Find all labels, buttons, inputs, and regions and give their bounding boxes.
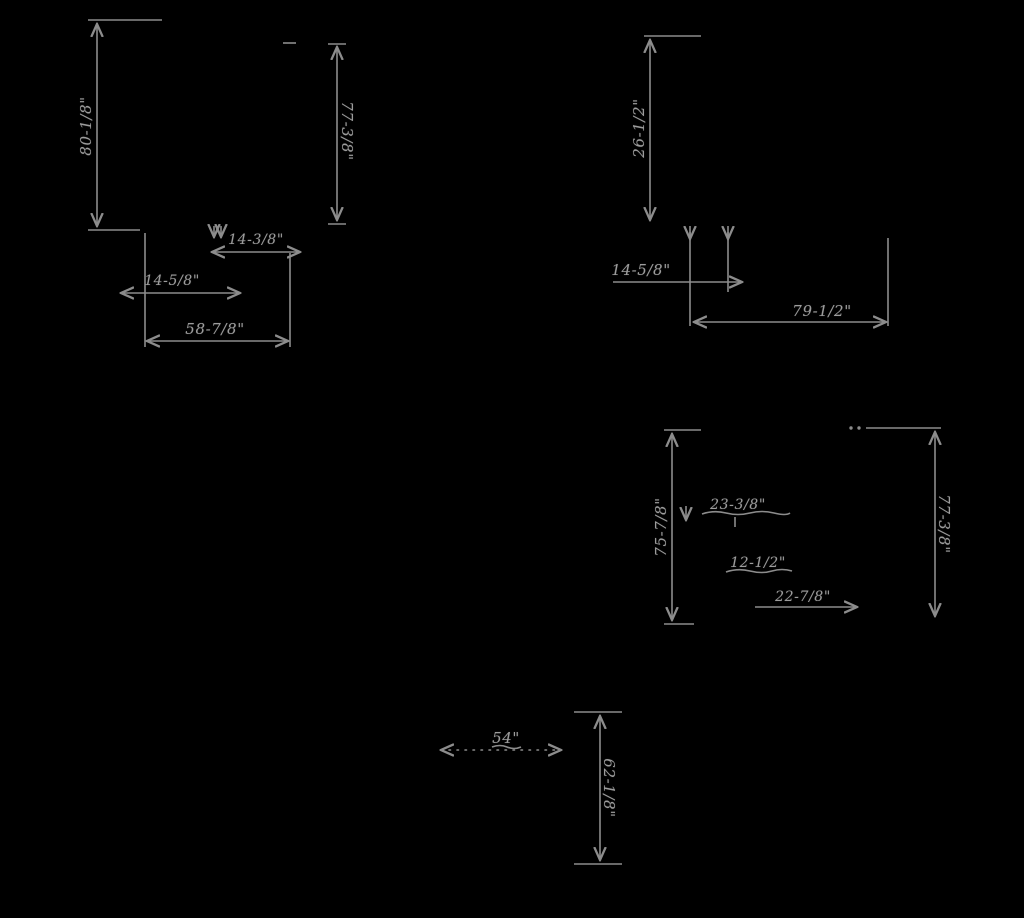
dim-label-tl-width: 58-7/8" [185,320,245,338]
dim-label-mr-height-left: 75-7/8" [652,497,670,557]
dim-label-tr-offset: 14-5/8" [611,261,671,279]
dim-label-mr-height-right: 77-3/8" [935,494,953,554]
dim-label-tl-height-left: 80-1/8" [77,96,95,156]
middle-right-dimension-lines [664,426,941,625]
dim-label-mr-dim-b: 12-1/2" [730,555,786,571]
dim-label-tr-height: 26-1/2" [630,98,648,158]
top-left-dimension-lines [88,19,346,347]
dim-label-mr-dim-c: 22-7/8" [775,589,831,605]
bottom-middle-dimension-lines [441,711,622,865]
dim-label-tl-small-mid: 14-5/8" [144,273,200,289]
dim-label-mr-dim-a: 23-3/8" [710,497,766,513]
dim-label-tl-height-right: 77-3/8" [338,101,356,161]
dim-label-tr-width: 79-1/2" [792,302,852,320]
dim-label-bm-width: 54" [492,729,520,747]
top-right-dimension-lines [613,35,889,326]
dim-label-tl-small-top: 14-3/8" [228,232,284,248]
dim-label-bm-height: 62-1/8" [600,758,618,818]
